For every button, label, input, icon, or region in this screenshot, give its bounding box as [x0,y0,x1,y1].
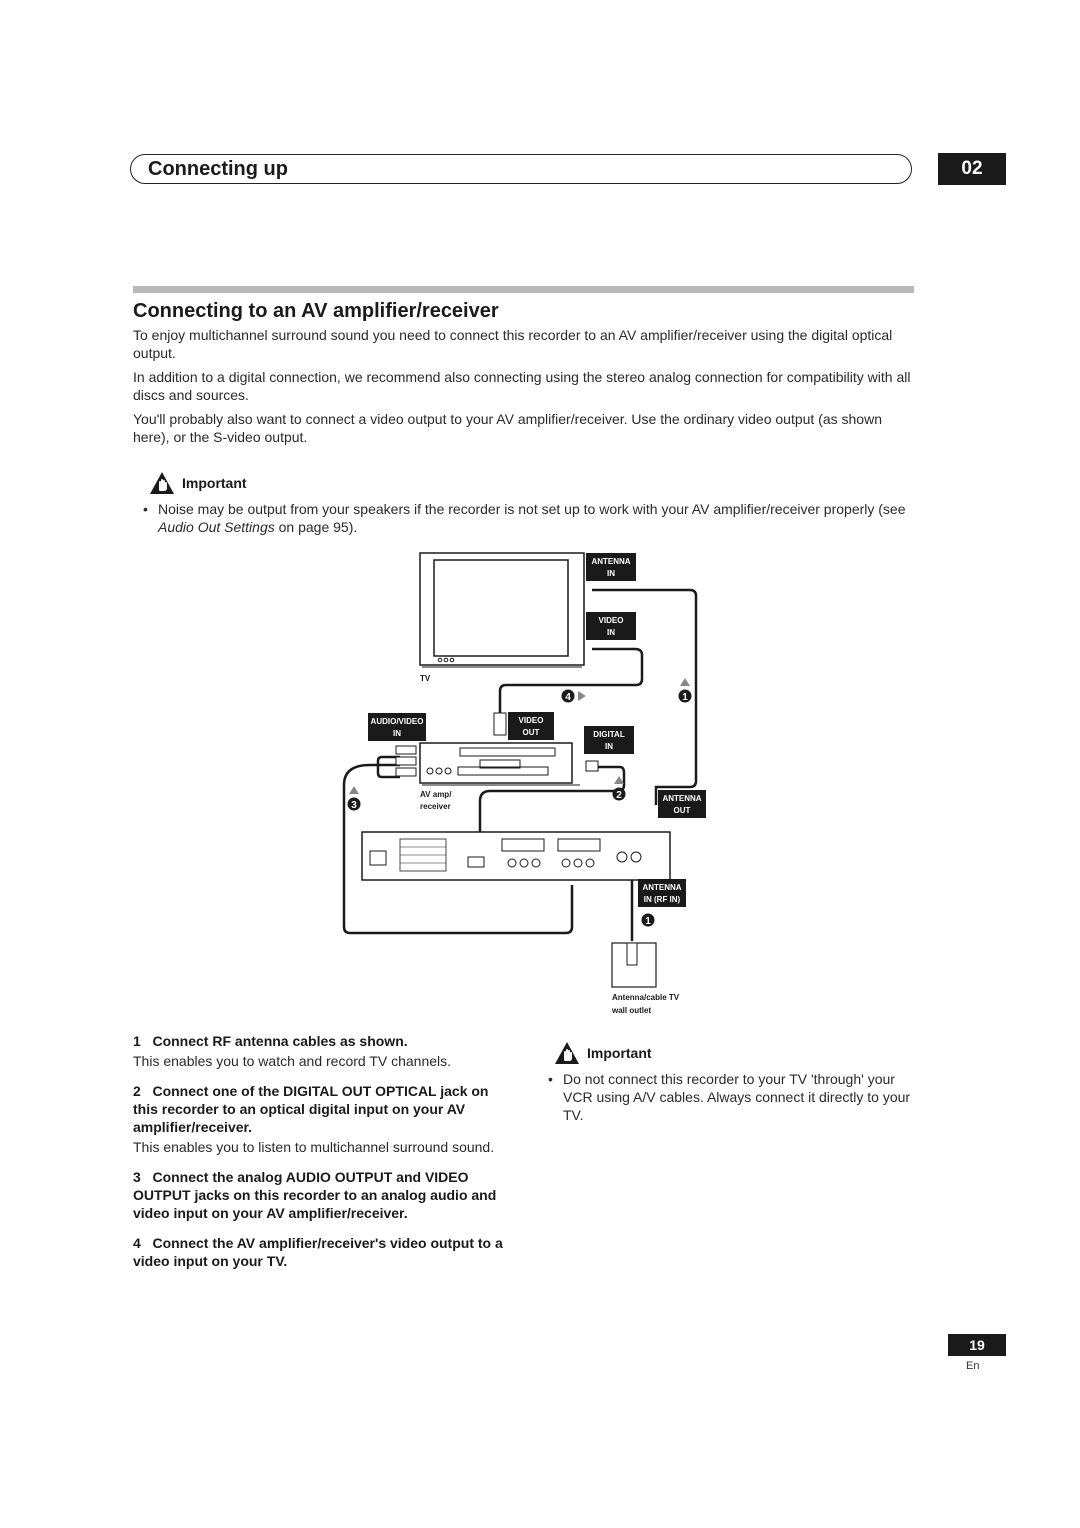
svg-text:IN: IN [393,729,401,738]
recorder-rear-panel [361,831,671,881]
connection-diagram: TV ANTENNA IN VIDEO IN [342,552,706,1015]
bullet-text: Noise may be output from your speakers i… [158,501,906,535]
svg-text:VIDEO: VIDEO [599,616,624,625]
svg-text:3: 3 [351,800,357,811]
svg-text:ANTENNA: ANTENNA [642,883,681,892]
page-language: En [966,1360,980,1372]
warning-hand-icon [150,472,174,494]
intro-paragraph: You'll probably also want to connect a v… [133,411,882,445]
tv-caption: TV [420,674,431,683]
bullet-dot: • [548,1071,553,1087]
important-label: Important [182,475,247,491]
important-heading: Important [554,1041,652,1065]
intro-paragraph: In addition to a digital connection, we … [133,369,911,403]
chapter-number: 02 [938,153,1006,185]
marker-2: 2 [612,776,626,801]
svg-text:4: 4 [565,692,571,703]
step: 2 Connect one of the DIGITAL OUT OPTICAL… [133,1082,513,1156]
warning-hand-icon [555,1042,579,1064]
step-heading: Connect the AV amplifier/receiver's vide… [133,1235,503,1269]
step: 3 Connect the analog AUDIO OUTPUT and VI… [133,1169,497,1221]
audio-video-in-tag: AUDIO/VIDEO IN [368,713,426,741]
antenna-in-tag: ANTENNA IN [586,553,636,581]
intro-paragraph: To enjoy multichannel surround sound you… [133,327,893,361]
svg-text:2: 2 [616,790,622,801]
antenna-out-tag: ANTENNA OUT [658,790,706,818]
svg-text:ANTENNA: ANTENNA [662,794,701,803]
step: 4 Connect the AV amplifier/receiver's vi… [133,1235,503,1269]
chapter-title: Connecting up [148,158,288,180]
av-amplifier-illustration [419,742,580,786]
svg-text:1: 1 [645,916,651,927]
tv-illustration [419,552,585,668]
bullet-text: Do not connect this recorder to your TV … [563,1071,911,1123]
svg-text:VIDEO: VIDEO [519,716,544,725]
step-heading: Connect RF antenna cables as shown. [152,1033,408,1049]
rca-plugs [395,712,599,777]
page-number: 19 [948,1334,1006,1356]
video-in-tag: VIDEO IN [586,612,636,640]
step-description: This enables you to watch and record TV … [133,1053,452,1069]
step-heading: Connect one of the DIGITAL OUT OPTICAL j… [133,1083,489,1135]
steps-list: 1 Connect RF antenna cables as shown. Th… [133,1032,513,1282]
step-heading: Connect the analog AUDIO OUTPUT and VIDE… [133,1169,497,1221]
bullet-dot: • [143,501,148,517]
important-label: Important [587,1045,652,1061]
step-description: This enables you to listen to multichann… [133,1139,495,1155]
svg-text:ANTENNA: ANTENNA [591,557,630,566]
marker-1: 1 [678,678,692,703]
page-reference: Audio Out Settings [158,519,275,535]
chapter-header-bar [130,154,912,184]
antenna-in-rf-tag: ANTENNA IN (RF IN) [638,879,686,907]
svg-text:AUDIO/VIDEO: AUDIO/VIDEO [371,717,424,726]
section-rule [133,286,914,293]
marker-3: 3 [347,786,361,811]
marker-4: 4 [561,689,586,703]
svg-text:IN (RF IN): IN (RF IN) [644,895,681,904]
video-out-tag: VIDEO OUT [508,712,554,740]
svg-text:OUT: OUT [674,806,691,815]
av-amp-caption: AV amp/ [420,790,452,799]
wall-outlet-caption: Antenna/cable TV [612,993,680,1002]
wall-outlet-caption: wall outlet [611,1006,651,1015]
svg-text:OUT: OUT [523,728,540,737]
svg-text:IN: IN [605,742,613,751]
svg-text:IN: IN [607,628,615,637]
svg-text:DIGITAL: DIGITAL [593,730,625,739]
important-heading: Important [149,471,247,495]
svg-text:1: 1 [682,692,688,703]
important-bullet: • Do not connect this recorder to your T… [548,1070,914,1124]
section-title: Connecting to an AV amplifier/receiver [133,300,499,322]
marker-1-wall: 1 [641,913,655,927]
av-amp-caption: receiver [420,802,451,811]
digital-in-tag: DIGITAL IN [584,726,634,754]
svg-text:IN: IN [607,569,615,578]
step: 1 Connect RF antenna cables as shown. Th… [133,1032,513,1070]
important-bullet: • Noise may be output from your speakers… [143,500,913,536]
